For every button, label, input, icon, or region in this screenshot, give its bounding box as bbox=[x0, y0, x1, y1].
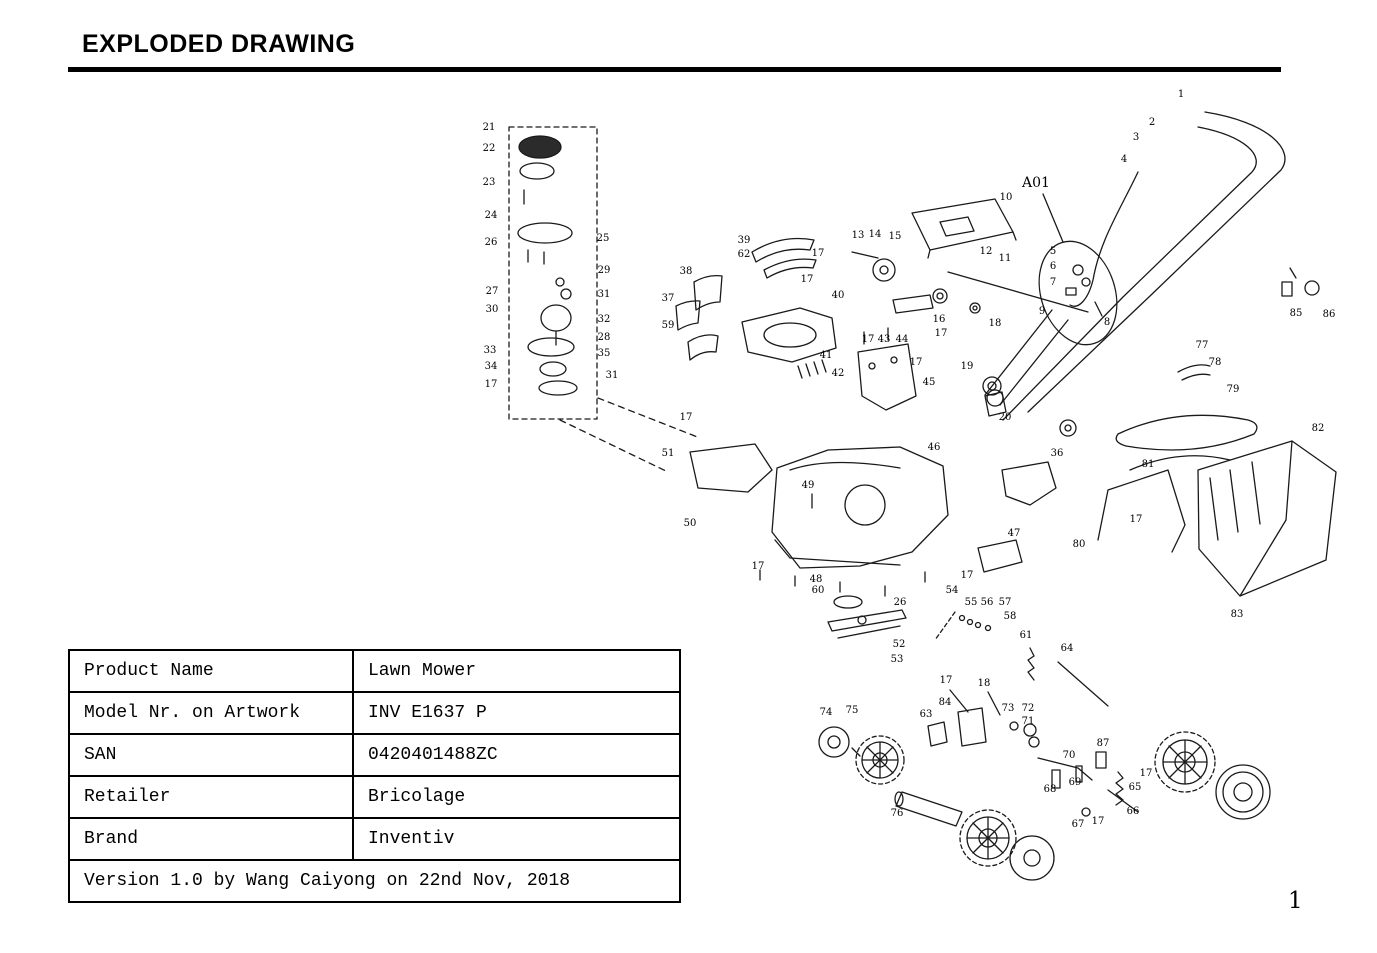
axle-assembly bbox=[894, 707, 1139, 827]
info-table: Product Name Lawn Mower Model Nr. on Art… bbox=[68, 649, 681, 903]
table-row-label: Model Nr. on Artwork bbox=[68, 691, 354, 735]
cable bbox=[1069, 171, 1139, 307]
table-row-value: INV E1637 P bbox=[352, 691, 681, 735]
version-text: Version 1.0 by Wang Caiyong on 22nd Nov,… bbox=[68, 859, 681, 903]
table-row-value: Bricolage bbox=[352, 775, 681, 819]
rear-brackets bbox=[977, 461, 1057, 573]
front-bracket bbox=[982, 376, 1007, 417]
info-table-body: Product Name Lawn Mower Model Nr. on Art… bbox=[68, 649, 681, 861]
assembly-a01-label: A01 bbox=[1022, 175, 1050, 191]
page-number: 1 bbox=[1288, 888, 1303, 914]
grass-bag bbox=[1197, 440, 1337, 597]
blade-assembly bbox=[827, 595, 907, 639]
motor-assembly-box bbox=[508, 126, 701, 473]
page-title: EXPLODED DRAWING bbox=[82, 30, 356, 58]
side-cover bbox=[689, 443, 773, 493]
motor-stack bbox=[517, 135, 578, 396]
bag-frame bbox=[1097, 364, 1258, 553]
table-row: Brand Inventiv bbox=[68, 817, 681, 861]
switch-housing bbox=[911, 198, 1017, 259]
title-rule bbox=[68, 67, 1281, 72]
table-row-value: Lawn Mower bbox=[352, 649, 681, 693]
table-row-label: SAN bbox=[68, 733, 354, 777]
wheels bbox=[818, 726, 1271, 881]
table-row-value: Inventiv bbox=[352, 817, 681, 861]
drive-hardware bbox=[851, 251, 1103, 317]
rear-fasteners bbox=[934, 611, 1109, 716]
table-row: SAN 0420401488ZC bbox=[68, 733, 681, 777]
screws bbox=[759, 569, 926, 757]
handle-tubes bbox=[984, 111, 1286, 437]
trim-covers bbox=[675, 237, 817, 361]
a01-balloon bbox=[1038, 193, 1118, 346]
mounting-plate bbox=[857, 327, 917, 411]
table-row-label: Brand bbox=[68, 817, 354, 861]
table-row-label: Retailer bbox=[68, 775, 354, 819]
table-footer-row: Version 1.0 by Wang Caiyong on 22nd Nov,… bbox=[68, 859, 681, 903]
table-row: Model Nr. on Artwork INV E1637 P bbox=[68, 691, 681, 735]
deck-body bbox=[771, 446, 949, 569]
table-row: Product Name Lawn Mower bbox=[68, 649, 681, 693]
handle-knob-parts bbox=[1281, 267, 1320, 297]
table-row: Retailer Bricolage bbox=[68, 775, 681, 819]
mid-cover bbox=[741, 307, 837, 379]
table-row-value: 0420401488ZC bbox=[352, 733, 681, 777]
table-row-label: Product Name bbox=[68, 649, 354, 693]
